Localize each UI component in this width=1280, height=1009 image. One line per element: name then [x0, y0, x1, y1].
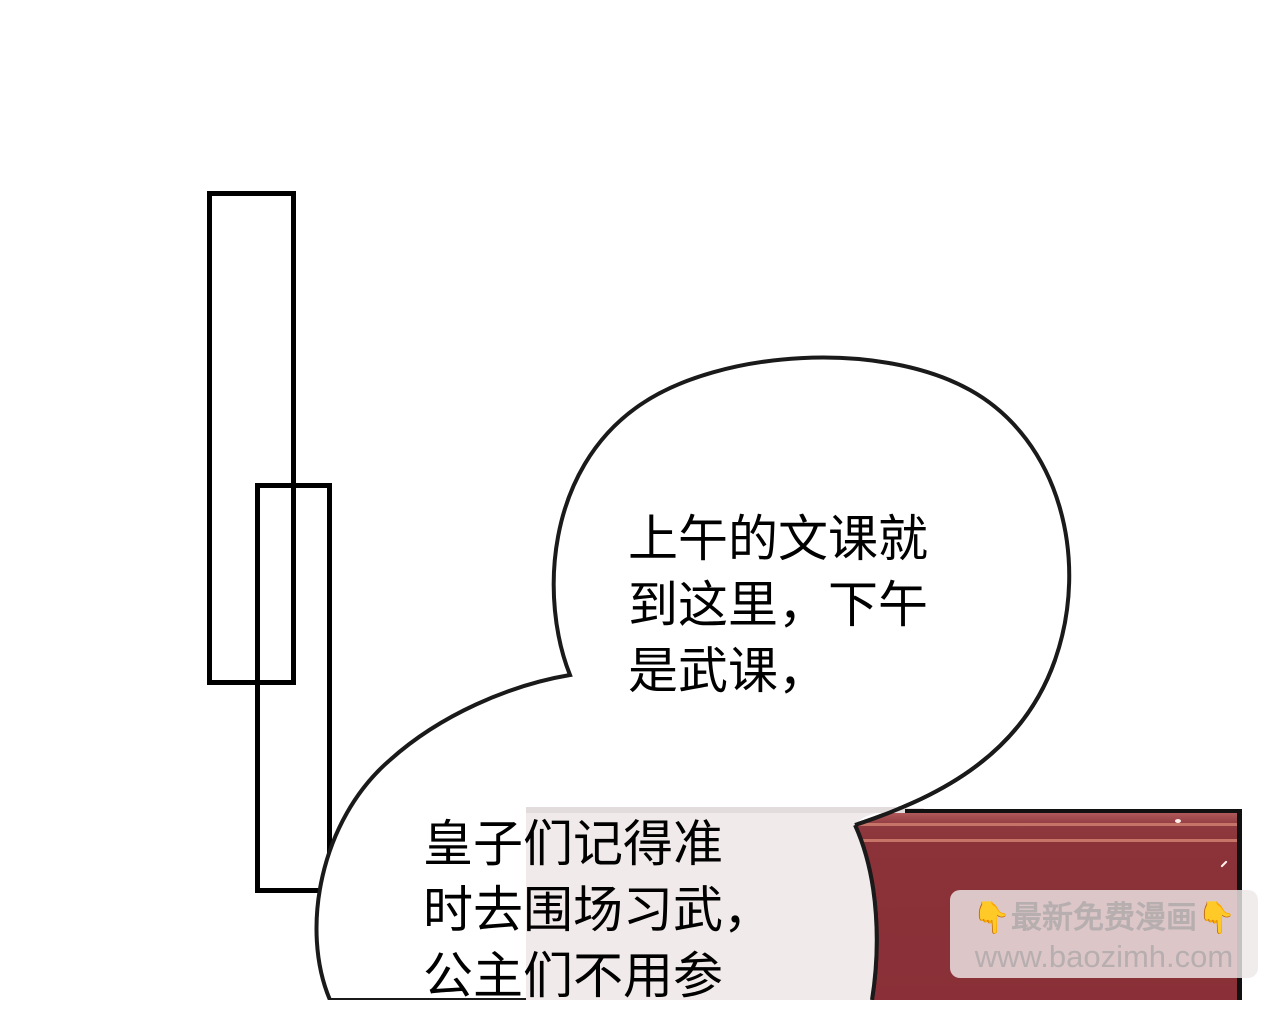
watermark-url[interactable]: www.baozimh.com: [974, 939, 1234, 974]
sparkle-icon: [1175, 819, 1181, 823]
red-panel-stripe: [855, 839, 1237, 842]
pointing-down-hand-icon: 👇: [1197, 900, 1236, 936]
speech-bubble-bottom-text: 皇子们记得准 时去围场习武， 公主们不用参: [423, 815, 773, 1005]
watermark-badge[interactable]: 👇最新免费漫画👇 www.baozimh.com: [950, 890, 1258, 978]
frame-rectangle-tall: [207, 191, 296, 685]
pale-panel-in-bubble: [526, 810, 900, 1000]
pointing-down-hand-icon: 👇: [972, 900, 1011, 936]
speech-bubble-top-text: 上午的文课就 到这里，下午 是武课，: [628, 510, 928, 700]
watermark-line1: 👇最新免费漫画👇: [950, 896, 1258, 940]
red-panel-stripe: [855, 823, 1237, 826]
bubble-edge: [853, 824, 879, 1000]
bubble-edge: [854, 659, 1057, 827]
watermark-slogan: 最新免费漫画: [1011, 900, 1197, 936]
frame-rectangle-lower: [255, 483, 332, 893]
